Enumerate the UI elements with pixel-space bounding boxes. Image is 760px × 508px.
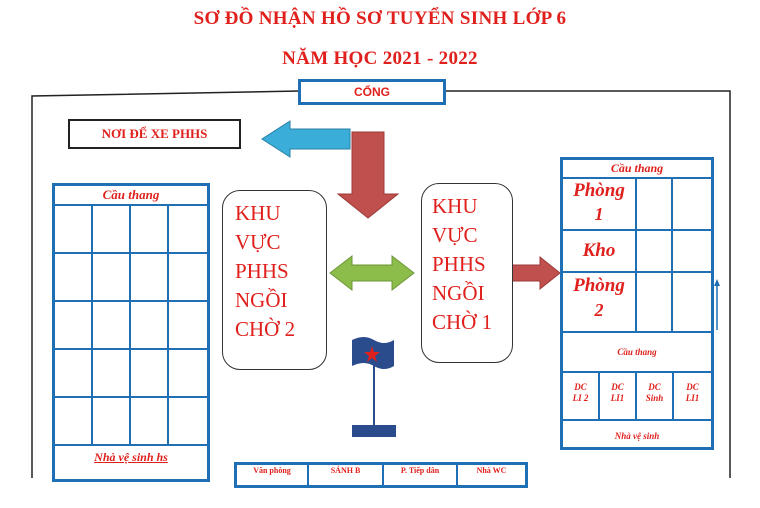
room-2-label: Phòng xyxy=(573,275,625,296)
gate-label: CỔNG xyxy=(354,85,390,99)
right-classroom-cell xyxy=(673,179,711,231)
small-room-line: LI1 xyxy=(610,393,625,403)
right-classroom-cell xyxy=(635,179,673,231)
left-classroom-cell xyxy=(169,350,207,398)
left-classroom-cell xyxy=(55,254,93,302)
small-room-line: Sinh xyxy=(645,393,664,403)
right-mid-stairs-label: Cầu thang xyxy=(563,333,711,373)
small-rooms-row: DC LI 2 DC LI1 DC Sinh DC LI1 xyxy=(563,373,711,421)
waiting-area-2-line: CHỜ 2 xyxy=(235,317,296,341)
waiting-area-1-line: PHHS xyxy=(432,252,486,276)
parking-label: NƠI ĐỂ XE PHHS xyxy=(101,126,208,141)
waiting-area-2-text: KHU VỰC PHHS NGỒI CHỜ 2 xyxy=(223,191,326,344)
up-arrow-head xyxy=(714,279,720,286)
storage-room: Kho xyxy=(563,231,635,273)
small-room-line: DC xyxy=(648,382,661,392)
arrow-to-parking xyxy=(261,120,351,158)
double-arrow-between-areas xyxy=(329,254,415,292)
waiting-area-1: KHU VỰC PHHS NGỒI CHỜ 1 xyxy=(421,183,513,363)
waiting-area-2-line: KHU xyxy=(235,201,281,225)
bottom-building: Văn phòng SẢNH B P. Tiếp dân Nhà WC xyxy=(234,462,528,488)
waiting-area-2-line: NGỒI xyxy=(235,288,288,312)
arrow-to-right-building xyxy=(511,255,561,291)
left-classroom-cell xyxy=(131,350,169,398)
right-named-rooms: Phòng 1 Kho Phòng 2 xyxy=(563,179,637,331)
left-classroom-cell xyxy=(93,302,131,350)
left-classroom-cell xyxy=(93,254,131,302)
arrow-down-from-gate xyxy=(336,131,400,219)
campus-boundary xyxy=(31,90,301,478)
left-classroom-cell xyxy=(131,302,169,350)
left-classroom-cell xyxy=(169,398,207,446)
waiting-area-1-line: NGỒI xyxy=(432,281,485,305)
gate: CỔNG xyxy=(298,79,446,105)
small-room-line: DC xyxy=(611,382,624,392)
left-classroom-cell xyxy=(131,254,169,302)
waiting-area-1-line: CHỜ 1 xyxy=(432,310,493,334)
bottom-room: Văn phòng xyxy=(237,465,309,485)
right-classroom-grid xyxy=(635,179,711,331)
right-building: Cầu thang Phòng 1 Kho Phòng 2 Cầu thang … xyxy=(560,157,714,450)
left-classroom-cell xyxy=(93,206,131,254)
room-2-number: 2 xyxy=(594,300,604,320)
room-1-number: 1 xyxy=(594,204,604,224)
left-building: Cầu thang Nhà vệ sinh hs xyxy=(52,183,210,482)
left-classroom-cell xyxy=(169,206,207,254)
right-classroom-cell xyxy=(635,273,673,331)
left-classroom-cell xyxy=(169,302,207,350)
small-room-line: DC xyxy=(686,382,699,392)
flag-star-icon xyxy=(364,346,380,362)
left-classroom-cell xyxy=(55,398,93,446)
waiting-area-2: KHU VỰC PHHS NGỒI CHỜ 2 xyxy=(222,190,327,370)
right-rooms-block: Phòng 1 Kho Phòng 2 xyxy=(563,179,711,333)
page-title: SƠ ĐỒ NHẬN HỒ SƠ TUYỂN SINH LỚP 6 xyxy=(193,8,567,29)
room-1: Phòng 1 xyxy=(563,179,635,231)
left-stairs-label: Cầu thang xyxy=(55,186,207,206)
page-subtitle: NĂM HỌC 2021 - 2022 xyxy=(282,48,478,69)
right-stairs-label: Cầu thang xyxy=(563,160,711,179)
waiting-area-1-line: VỰC xyxy=(432,223,478,247)
small-room-line: DC xyxy=(574,382,587,392)
left-classroom-cell xyxy=(93,398,131,446)
right-toilet-label: Nhà vệ sinh xyxy=(614,431,660,441)
parking-area: NƠI ĐỂ XE PHHS xyxy=(68,119,241,149)
small-room-line: LI1 xyxy=(685,393,700,403)
bottom-room: P. Tiếp dân xyxy=(384,465,458,485)
small-room: DC Sinh xyxy=(637,373,674,419)
small-room: DC LI 2 xyxy=(563,373,600,419)
room-2: Phòng 2 xyxy=(563,273,635,331)
left-toilet-label: Nhà vệ sinh hs xyxy=(94,450,168,464)
left-classroom-cell xyxy=(93,350,131,398)
left-classroom-cell xyxy=(131,398,169,446)
left-classroom-cell xyxy=(55,302,93,350)
right-classroom-cell xyxy=(673,273,711,331)
campus-boundary-right xyxy=(444,90,731,478)
waiting-area-2-line: VỰC xyxy=(235,230,281,254)
left-classroom-cell xyxy=(55,350,93,398)
small-room: DC LI1 xyxy=(674,373,711,419)
waiting-area-1-text: KHU VỰC PHHS NGỒI CHỜ 1 xyxy=(422,184,512,337)
flag-base xyxy=(352,425,396,437)
bottom-room: Nhà WC xyxy=(476,466,507,475)
right-classroom-cell xyxy=(673,231,711,273)
left-classroom-grid xyxy=(55,206,207,446)
waiting-area-1-line: KHU xyxy=(432,194,478,218)
room-1-label: Phòng xyxy=(573,180,625,201)
left-classroom-cell xyxy=(131,206,169,254)
left-classroom-cell xyxy=(169,254,207,302)
waiting-area-2-line: PHHS xyxy=(235,259,289,283)
small-room: DC LI1 xyxy=(600,373,637,419)
small-room-line: LI 2 xyxy=(572,393,589,403)
left-classroom-cell xyxy=(55,206,93,254)
bottom-room: SẢNH B xyxy=(309,465,384,485)
right-classroom-cell xyxy=(635,231,673,273)
